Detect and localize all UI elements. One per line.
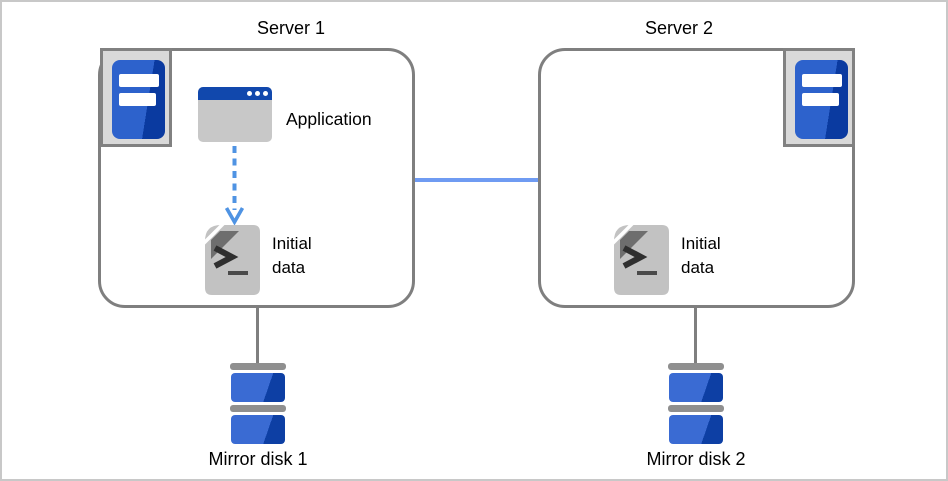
initial-data-line2: data [681,258,715,277]
tower-bar [119,93,156,106]
window-dot-icon [263,91,268,96]
disk-cap [230,363,286,370]
server1-title: Server 1 [256,18,326,38]
disk-platter [231,373,285,402]
tower-bar [802,74,842,87]
disk-platter [669,415,723,444]
mirror-disk-2-label: Mirror disk 2 [646,449,746,469]
initial-data-label: Initial data [681,232,721,280]
mirror-disk-1-label: Mirror disk 1 [208,449,308,469]
initial-data-line2: data [272,258,306,277]
initial-data-line1: Initial [681,234,721,253]
mirror-disk-1-icon [230,363,286,444]
disk-cap [668,405,724,412]
server-tower-icon [112,60,165,139]
disk-platter [669,373,723,402]
initial-data-line1: Initial [272,234,312,253]
server2-title: Server 2 [644,18,714,38]
server2-disk-connector [694,306,697,363]
tower-bar [802,93,839,106]
server2-server-icon [783,48,855,147]
server1-disk-connector [256,306,259,363]
tower-bar [119,74,159,87]
server1-initial-data-file-icon [205,225,260,295]
server2-initial-data-file-icon [614,225,669,295]
window-titlebar [198,87,272,100]
initial-data-label: Initial data [272,232,312,280]
server-tower-icon [795,60,848,139]
application-label: Application [286,109,372,129]
server1-server-icon [100,48,172,147]
window-dot-icon [247,91,252,96]
disk-cap [230,405,286,412]
disk-platter [231,415,285,444]
window-dot-icon [255,91,260,96]
mirror-disk-2-icon [668,363,724,444]
data-flow-arrow-icon [224,146,245,226]
interconnect-line [414,178,540,182]
application-window-icon [198,87,272,142]
disk-cap [668,363,724,370]
